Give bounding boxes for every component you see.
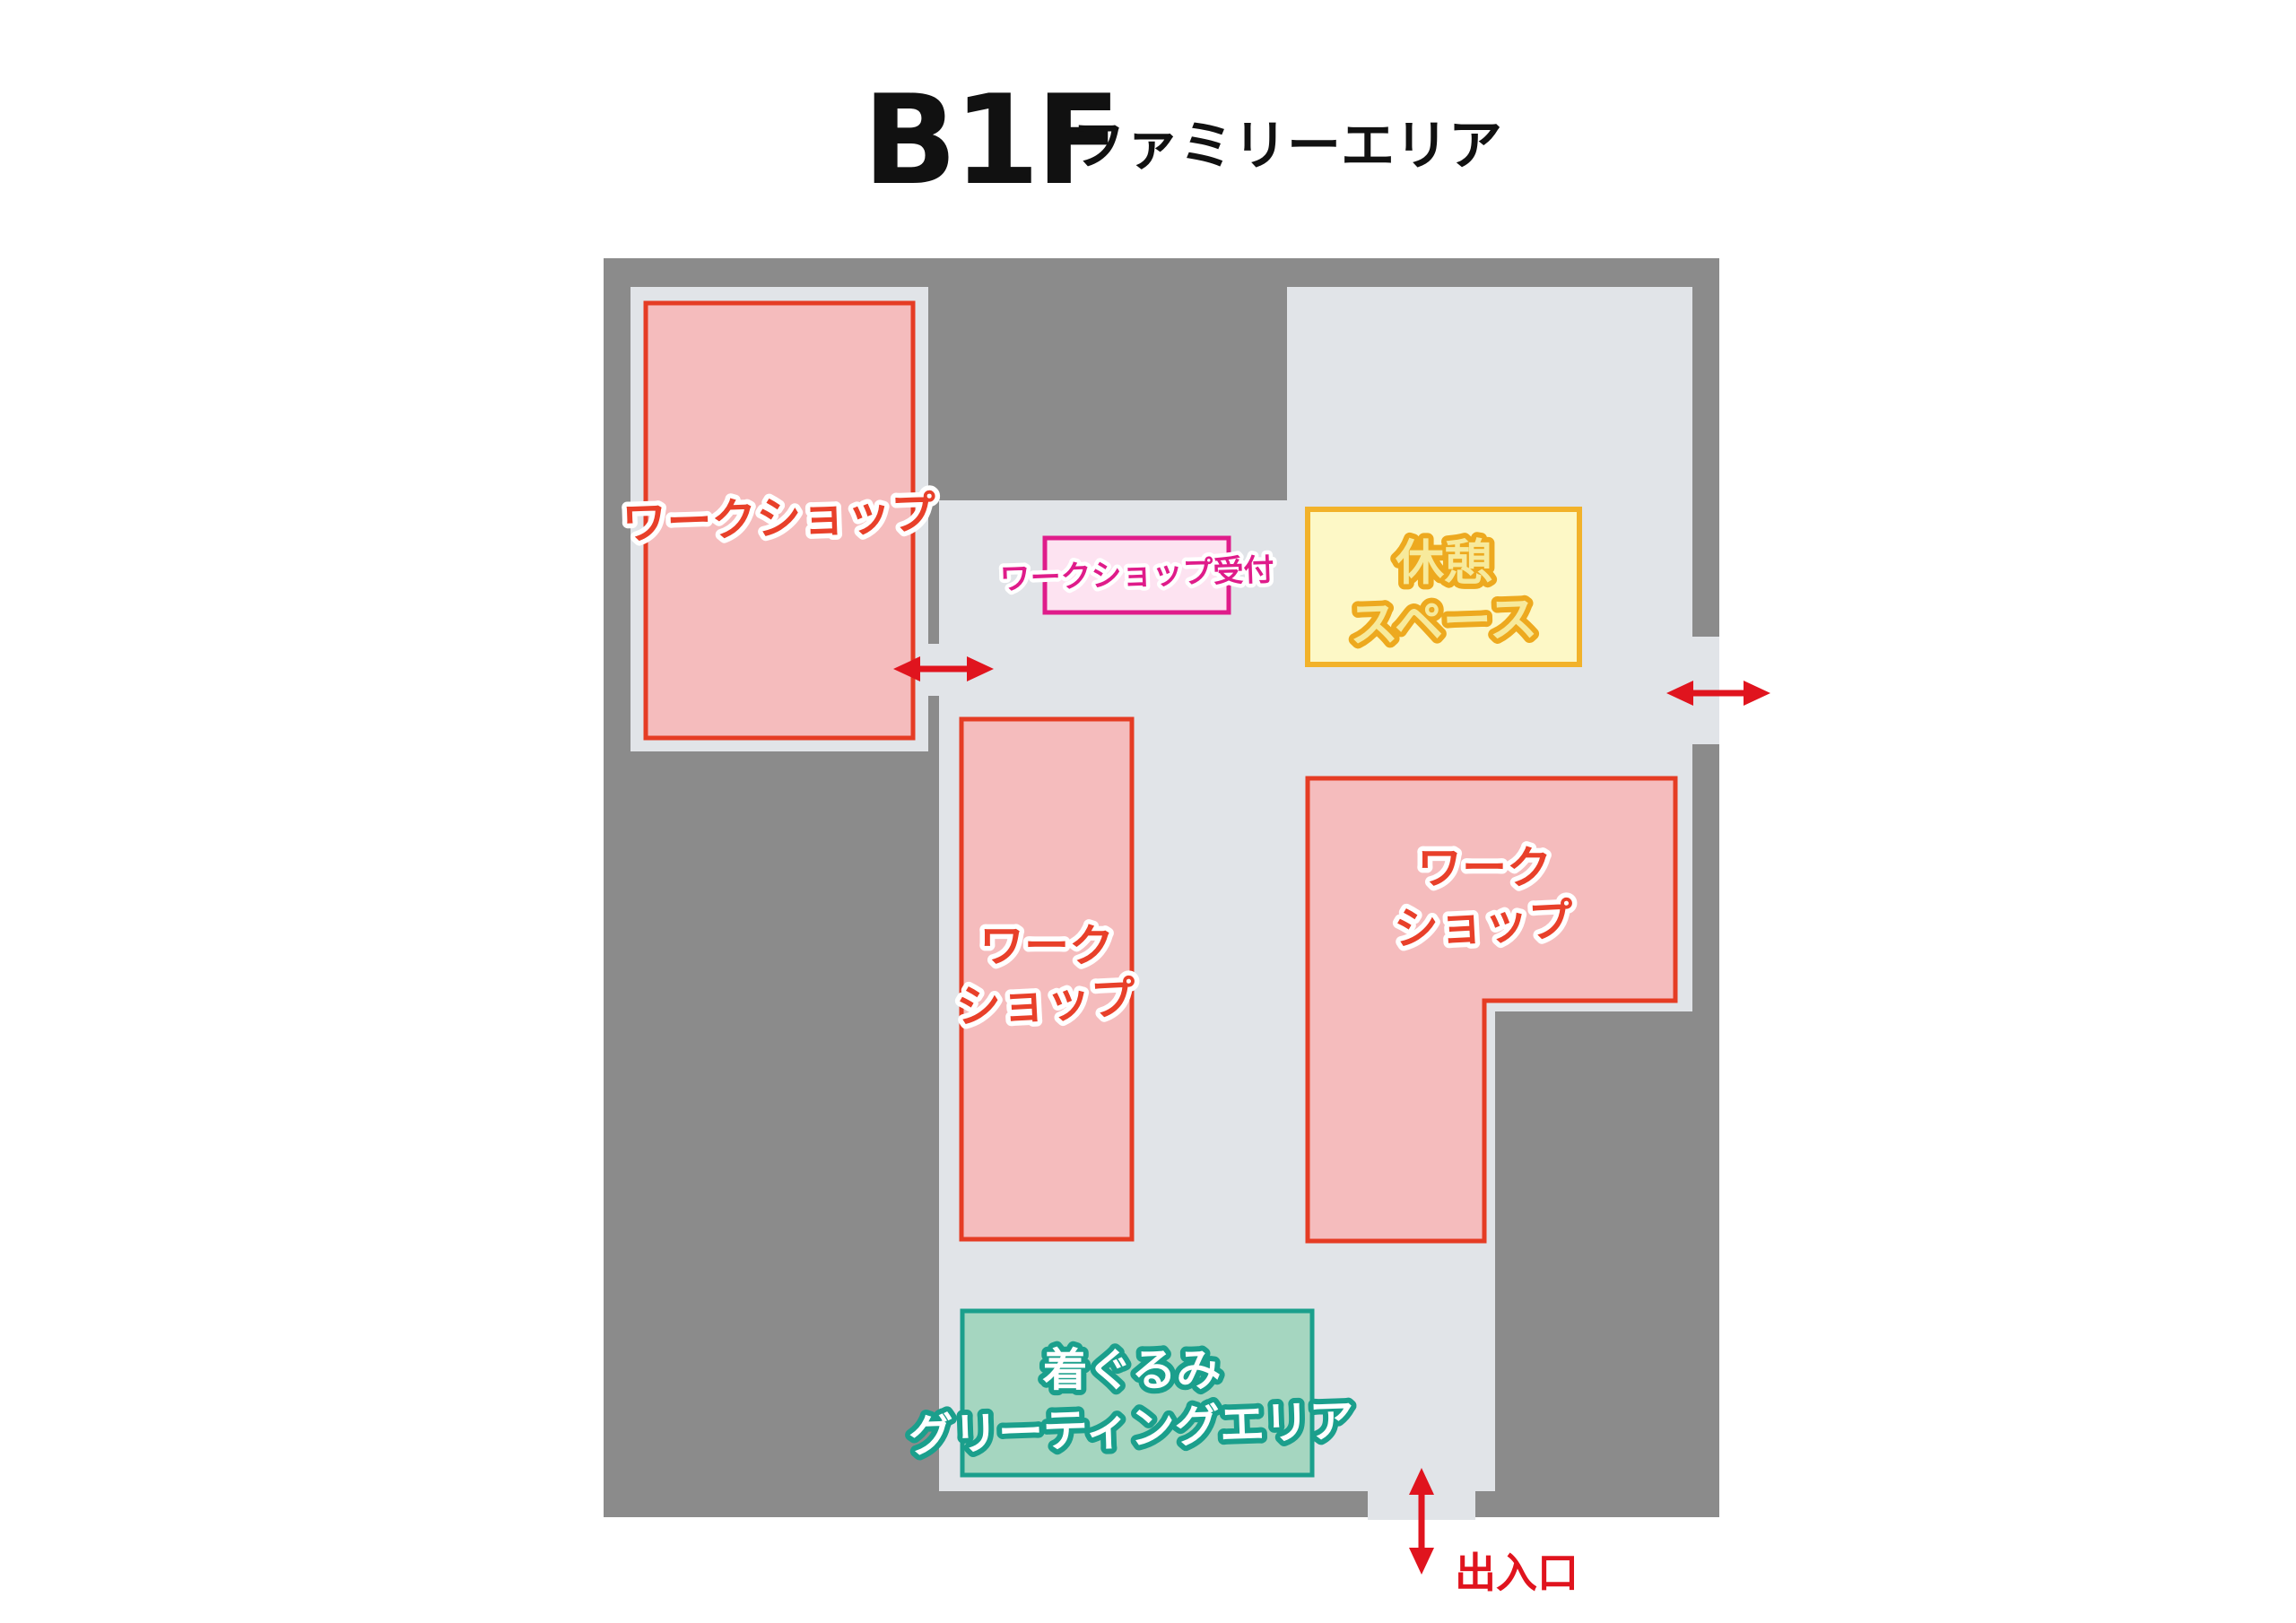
zone-workshop-right[interactable]	[1305, 776, 1678, 1244]
double-arrow-icon	[1409, 1468, 1434, 1575]
zone-workshop-right-line1: ワーク	[1417, 842, 1552, 894]
zone-workshop-right-line2: ショップ	[1393, 894, 1575, 955]
zone-workshop-center-line1: ワーク	[979, 920, 1114, 972]
zone-rest-space-line2: スペース	[1349, 590, 1539, 653]
zone-workshop-top-left-label: ワークショップ	[622, 487, 937, 550]
corridor-top-right	[1287, 287, 1692, 511]
zone-workshop-center-line2: ショップ	[955, 972, 1137, 1033]
zone-rest-space[interactable]	[1305, 507, 1582, 667]
double-arrow-icon	[1666, 681, 1770, 706]
floor-name: ファミリーエリア	[1072, 115, 1502, 178]
zone-greeting-area-line1: 着ぐるみ	[1043, 1344, 1222, 1396]
zone-rest-space-line1: 休憩	[1395, 534, 1492, 591]
zone-greeting-area[interactable]	[960, 1308, 1315, 1478]
zone-workshop-center[interactable]	[959, 716, 1135, 1242]
floor-code: B1F	[863, 68, 1120, 213]
entrance-label: 出入口	[1455, 1549, 1578, 1597]
zone-workshop-top-left[interactable]	[643, 300, 916, 741]
zone-workshop-reception[interactable]	[1042, 535, 1231, 615]
double-arrow-icon	[893, 656, 994, 681]
floor-title: B1F ファミリーエリア	[0, 0, 2296, 206]
